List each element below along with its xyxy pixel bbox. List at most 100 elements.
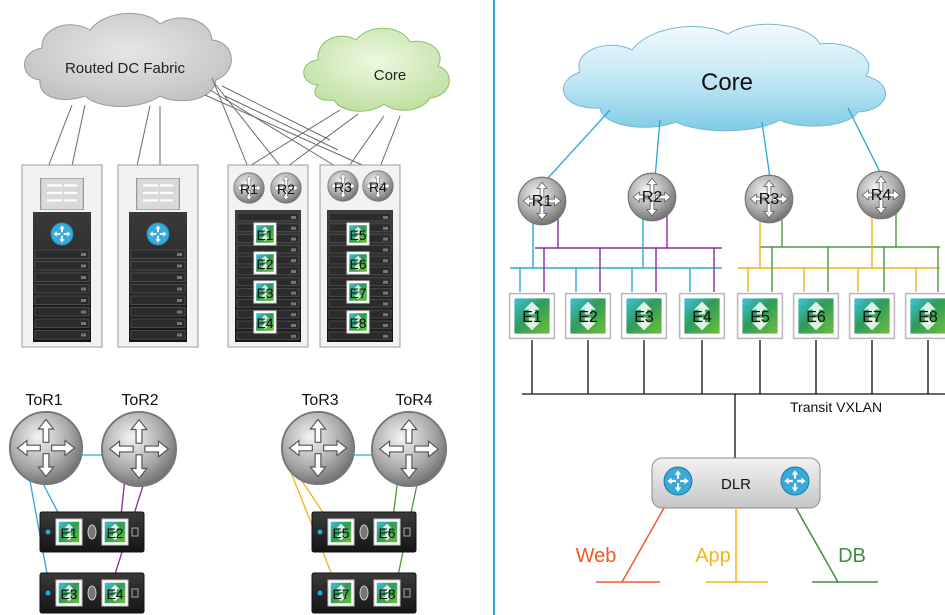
edge-label: E6 xyxy=(806,309,826,326)
rack-unit-led xyxy=(177,287,182,291)
rack-1 xyxy=(21,164,103,348)
rack-unit-led xyxy=(383,226,388,230)
network-label: App xyxy=(695,545,731,567)
rack-unit xyxy=(130,295,186,305)
network-label: DB xyxy=(838,545,866,567)
edge-label: E4 xyxy=(692,309,712,326)
right-edge-e2: E2 xyxy=(564,292,612,340)
server-blade-3: E5 E6 xyxy=(311,511,417,553)
left-core-label: Core xyxy=(374,67,407,84)
rack-edge-e3: E3 xyxy=(253,280,277,304)
rack-unit-led xyxy=(291,216,296,219)
rack-unit-led xyxy=(177,310,182,314)
rack-unit-led xyxy=(81,253,86,256)
rack-edge-e7: E7 xyxy=(346,280,370,304)
server-blade-1: E1 E2 xyxy=(39,511,145,553)
tor-2: ToR2 xyxy=(100,392,178,488)
rack-unit-led xyxy=(81,276,86,279)
rack-edge-e2: E2 xyxy=(253,251,277,275)
rack-unit-led xyxy=(291,259,296,263)
edge-label: E4 xyxy=(256,315,273,331)
router-label: R1 xyxy=(532,193,553,210)
network-web: Web xyxy=(576,507,665,583)
router-label: R1 xyxy=(240,181,258,197)
rack-unit-led xyxy=(291,226,296,230)
rack-unit xyxy=(130,272,186,282)
rack-unit-led xyxy=(81,322,86,325)
rack-unit-led xyxy=(177,299,182,302)
rack-unit xyxy=(34,307,90,317)
transit-vxlan xyxy=(522,340,945,458)
edge-label: E5 xyxy=(349,227,366,243)
rack-unit-led xyxy=(177,322,182,325)
dlr-label: DLR xyxy=(721,476,751,493)
rack-unit-led xyxy=(81,333,86,337)
edge-drop-links xyxy=(519,247,939,292)
tor-label: ToR2 xyxy=(121,392,158,409)
rack-unit-led xyxy=(177,253,182,256)
transit-vxlan-label: Transit VXLAN xyxy=(790,399,882,415)
rack-unit-led xyxy=(383,248,388,252)
rack-unit-led xyxy=(291,324,296,327)
rack-edge-e1: E1 xyxy=(253,222,277,246)
left-router-r4: R4 xyxy=(362,170,394,202)
routed-dc-fabric-cloud: Routed DC Fabric xyxy=(24,12,232,107)
router-label: R4 xyxy=(369,179,387,195)
edge-label: E1 xyxy=(522,309,542,326)
fabric-links xyxy=(44,77,401,176)
rack-unit-led xyxy=(81,310,86,314)
blade-edge-label: E7 xyxy=(332,586,349,602)
network-app: App xyxy=(695,508,768,583)
server-blade-4: E7 E8 xyxy=(311,572,417,614)
rack-unit-led xyxy=(291,270,296,273)
tor-4: ToR4 xyxy=(370,392,448,488)
rack-edge-e6: E6 xyxy=(346,251,370,275)
rack-unit-led xyxy=(383,291,388,295)
rack-unit xyxy=(130,307,186,317)
rack-unit-led xyxy=(383,280,388,284)
rack-unit-led xyxy=(81,264,86,268)
right-edges: E1 E2 E3 E4 E5 E6 E7 E8 xyxy=(508,292,945,340)
rack-unit-led xyxy=(383,237,388,241)
tor-1: ToR1 xyxy=(8,392,84,486)
right-edge-e5: E5 xyxy=(736,292,784,340)
right-edge-e1: E1 xyxy=(508,292,556,340)
network-db: DB xyxy=(795,507,878,583)
blade-edge-label: E2 xyxy=(106,525,123,541)
right-core-label: Core xyxy=(701,69,753,96)
right-edge-e8: E8 xyxy=(904,292,945,340)
router-label: R4 xyxy=(871,187,892,204)
rack-unit xyxy=(130,249,186,259)
edge-label: E8 xyxy=(918,309,938,326)
right-core-cloud: Core xyxy=(562,23,886,132)
rack-unit-led xyxy=(291,248,296,252)
blade-edge-label: E3 xyxy=(60,586,77,602)
router-label: R2 xyxy=(277,181,295,197)
dlr-router-icon xyxy=(780,466,810,496)
right-edge-e4: E4 xyxy=(678,292,726,340)
right-router-r2: R2 xyxy=(627,172,677,222)
fabric-label: Routed DC Fabric xyxy=(65,60,186,77)
rack-unit-led xyxy=(383,270,388,273)
rack-unit xyxy=(34,284,90,294)
rack-unit xyxy=(130,261,186,271)
rack-unit xyxy=(34,318,90,328)
edge-label: E6 xyxy=(349,256,366,272)
right-router-r3: R3 xyxy=(744,174,794,224)
edge-label: E2 xyxy=(578,309,598,326)
rack-unit-led xyxy=(81,299,86,302)
rack-edge-e5: E5 xyxy=(346,222,370,246)
edge-label: E3 xyxy=(634,309,654,326)
router-label: R3 xyxy=(759,191,780,208)
edge-label: E5 xyxy=(750,309,770,326)
rack-edge-e8: E8 xyxy=(346,310,370,334)
edge-label: E8 xyxy=(349,315,366,331)
left-core-cloud: Core xyxy=(303,27,450,112)
edge-label: E7 xyxy=(349,285,366,301)
rack-unit-led xyxy=(291,237,296,241)
rack-unit-led xyxy=(291,291,296,295)
router-label: R3 xyxy=(334,179,352,195)
logical-networks: Web App DB xyxy=(576,507,878,583)
rack-2 xyxy=(117,164,199,348)
